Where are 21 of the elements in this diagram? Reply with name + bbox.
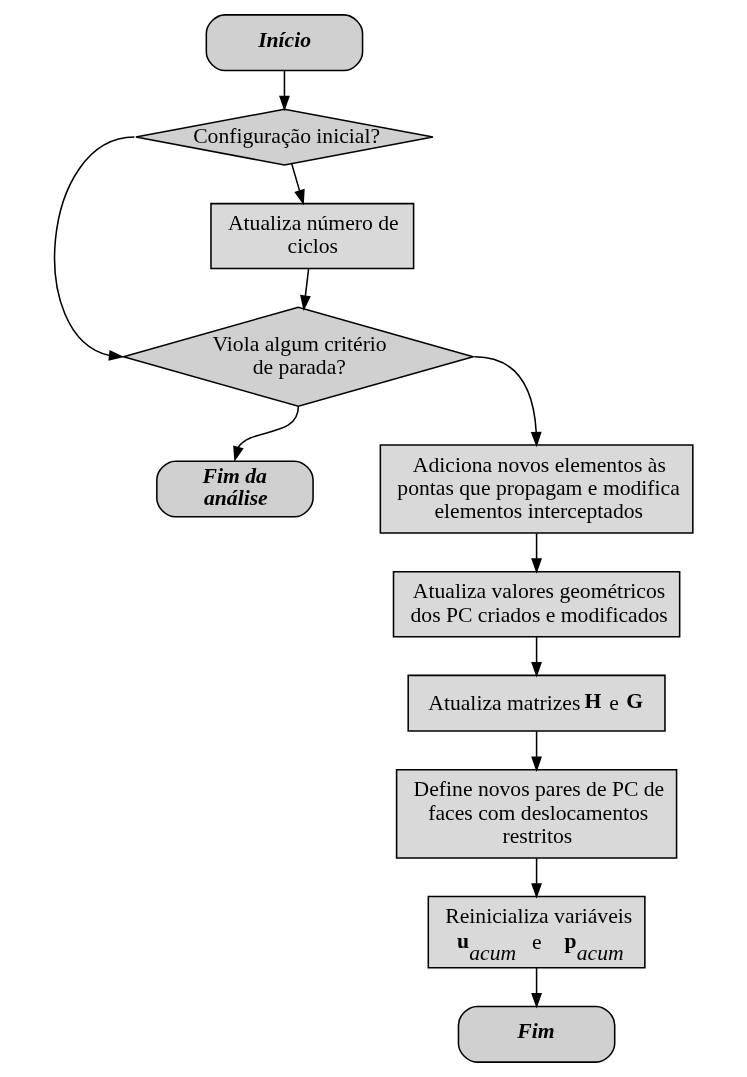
arrow — [300, 268, 311, 311]
arrow — [279, 69, 290, 112]
arrow — [531, 532, 542, 574]
arrow — [291, 163, 305, 206]
node-box: Adiciona novos elementos às pontas que propagam e modifica elementos interceptados — [379, 444, 694, 534]
arrow — [531, 636, 542, 678]
node-box: Início — [205, 14, 364, 72]
node-box: Atualiza número de ciclos — [210, 202, 415, 270]
node-box: Fim da análise — [156, 460, 314, 518]
arrow — [531, 730, 542, 773]
node-diamond: Configuração inicial? — [135, 108, 434, 166]
node-box: Define novos pares de PC de faces com deslocamentos restritos — [395, 768, 678, 859]
arrow — [233, 405, 300, 462]
arrow — [473, 355, 542, 448]
node-box: Fim — [457, 1005, 616, 1063]
arrow — [531, 967, 542, 1009]
node-box: Atualiza valores geométricos dos PC criados e modificados — [392, 571, 681, 638]
arrow — [531, 857, 542, 899]
arrow — [54, 136, 136, 361]
node-box: Atualiza matrizes H e G — [407, 674, 666, 732]
node-diamond: Viola algum critério de parada? — [120, 306, 476, 408]
